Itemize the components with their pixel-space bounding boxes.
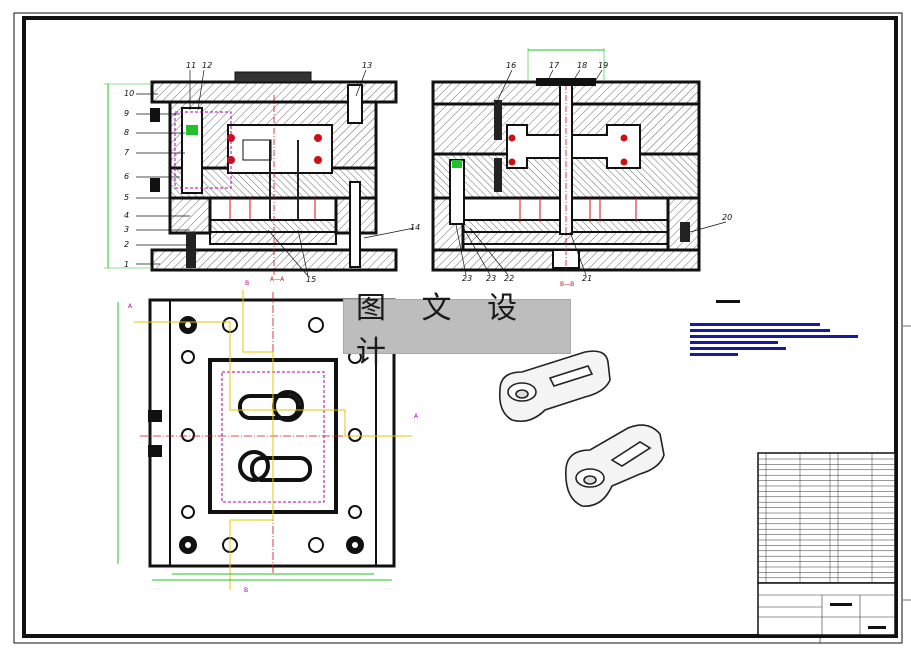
title-block (757, 582, 896, 636)
callout-11: 11 (186, 61, 196, 70)
drawing-frame (22, 16, 898, 638)
plan-mark-a-right: A (414, 413, 419, 420)
callout-8: 8 (124, 128, 129, 137)
technical-notes-block (690, 300, 858, 356)
callout-18: 18 (577, 61, 587, 70)
callout-12: 12 (202, 61, 212, 70)
callout-21: 21 (582, 274, 592, 283)
callout-6: 6 (124, 172, 129, 181)
sheet-border (13, 12, 903, 644)
callout-23b: 23 (486, 274, 496, 283)
callout-7: 7 (124, 148, 130, 157)
callout-4: 4 (124, 211, 129, 220)
callout-3: 3 (124, 225, 129, 234)
plan-mark-b-bottom: B (244, 587, 248, 594)
callout-20: 20 (722, 213, 732, 222)
leader-lines-left (136, 69, 415, 277)
callout-13: 13 (362, 61, 372, 70)
callout-1: 1 (124, 260, 129, 269)
section-label-bb: B—B (560, 281, 574, 288)
callout-16: 16 (506, 61, 516, 70)
gate-dimension (527, 48, 605, 80)
section-view-aa (150, 71, 398, 275)
overall-height-dimension (104, 83, 152, 269)
callout-17: 17 (549, 61, 560, 70)
callout-22: 22 (504, 274, 514, 283)
callout-5: 5 (124, 193, 129, 202)
callout-19: 19 (598, 61, 608, 70)
callout-10: 10 (124, 89, 134, 98)
section-label-aa: A—A (270, 276, 285, 283)
callout-14: 14 (410, 223, 420, 232)
plan-mark-a-left: A (128, 303, 133, 310)
bill-of-materials (757, 452, 896, 584)
watermark-text: 图 文 设 计 (356, 290, 531, 370)
callout-23a: 23 (462, 274, 472, 283)
leader-lines-right (455, 69, 727, 276)
section-view-bb (431, 78, 701, 272)
plan-mark-b-top: B (245, 280, 249, 287)
callout-9: 9 (124, 109, 129, 118)
callout-15: 15 (306, 275, 316, 284)
part-isometric-2 (565, 424, 665, 507)
part-isometric-1 (498, 350, 611, 423)
callout-2: 2 (124, 240, 129, 249)
watermark-banner: 图 文 设 计 (343, 291, 571, 370)
plan-dimensions (117, 302, 392, 581)
